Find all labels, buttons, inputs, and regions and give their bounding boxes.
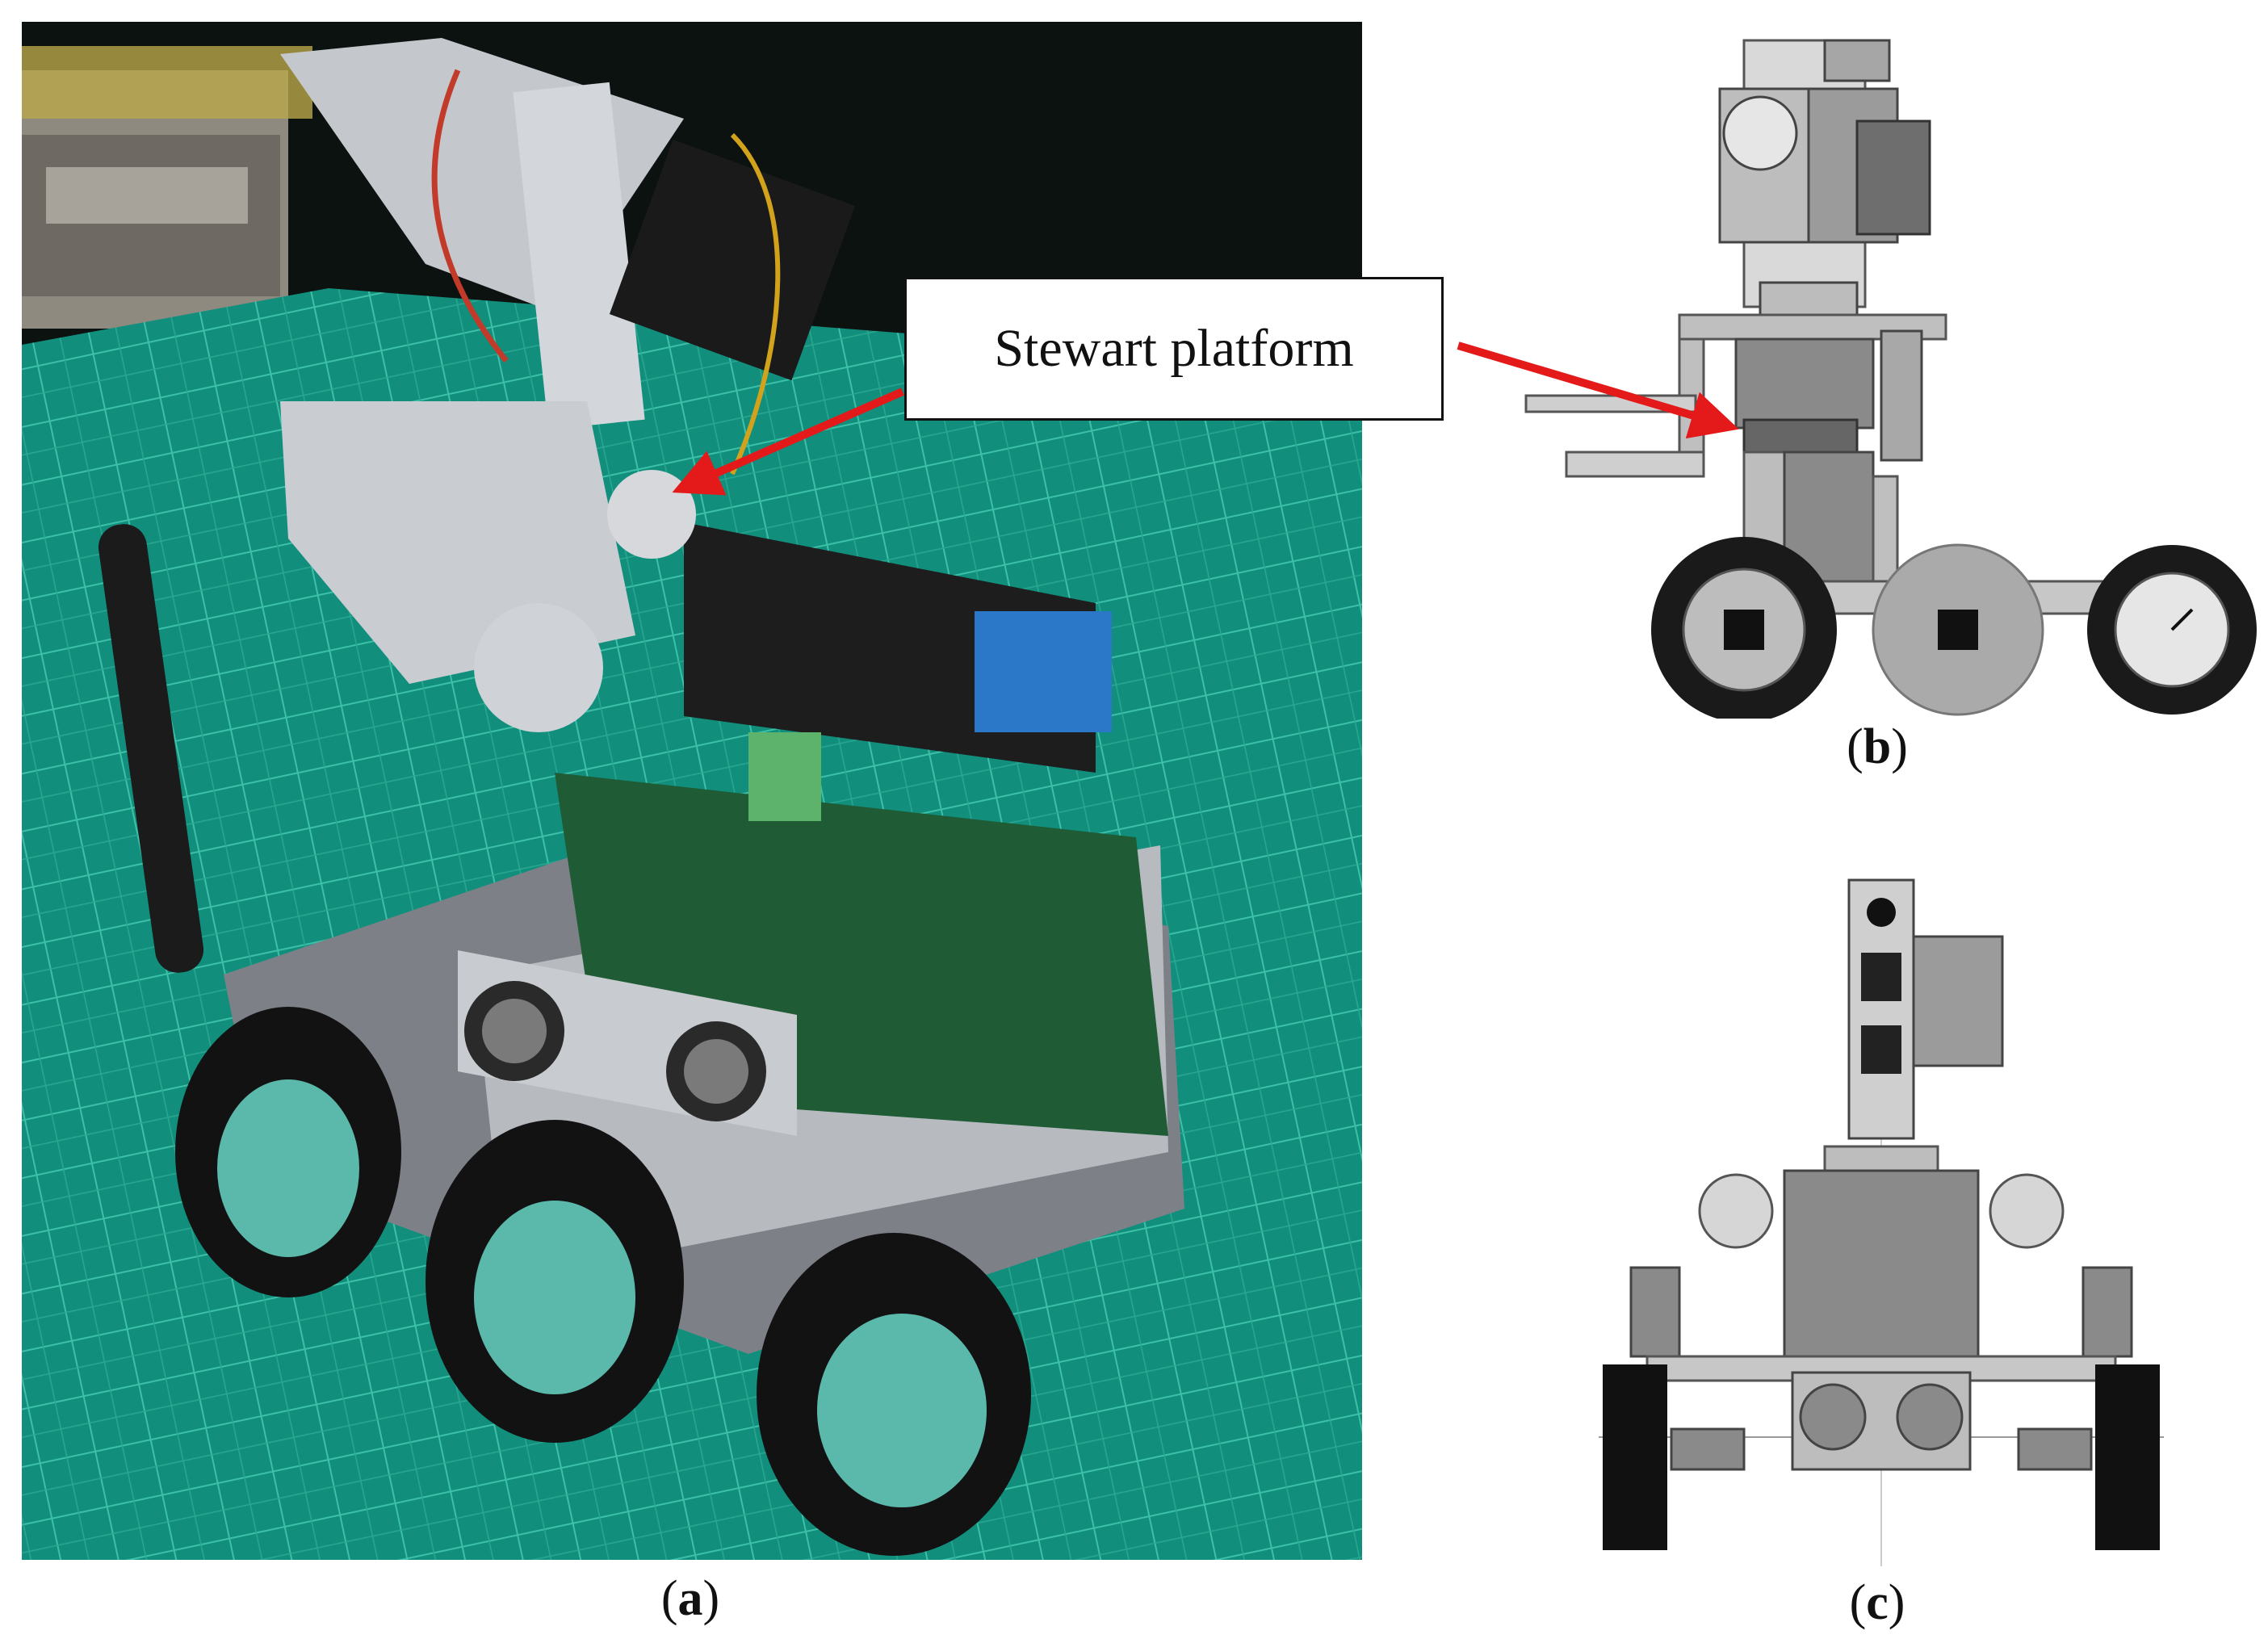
- front-view-drawing: [1599, 872, 2164, 1566]
- caption-a: (a): [660, 1571, 720, 1626]
- caption-c: (c): [1849, 1575, 1905, 1630]
- robot-photo: [22, 22, 1362, 1560]
- side-view-drawing: [1478, 24, 2261, 719]
- stewart-platform-callout: Stewart platform: [904, 277, 1444, 421]
- callout-label: Stewart platform: [994, 319, 1354, 378]
- caption-b: (b): [1847, 719, 1908, 774]
